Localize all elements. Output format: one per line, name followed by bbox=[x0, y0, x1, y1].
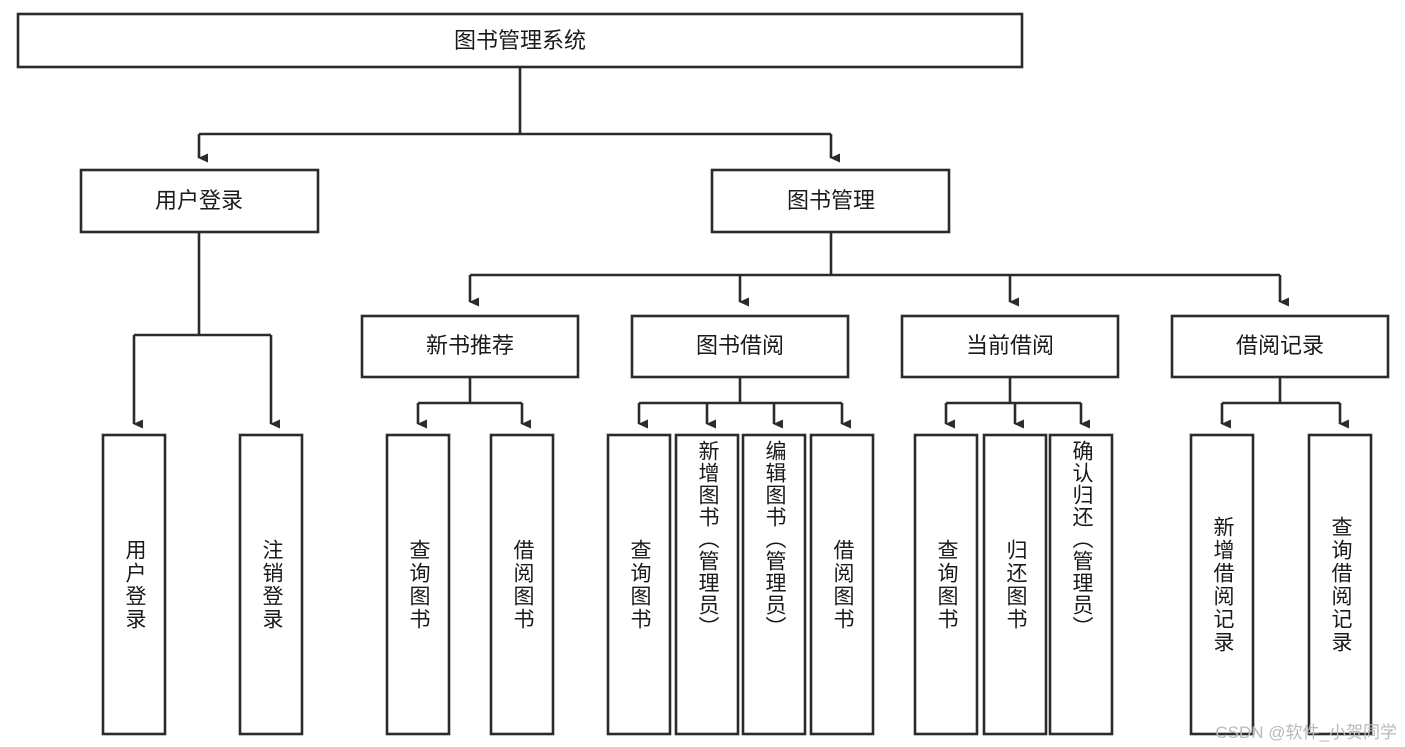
leaf-user-login-label: 用户登录 bbox=[123, 538, 146, 631]
node-book-borrow-box[interactable] bbox=[630, 314, 850, 379]
leaf-borrow-book-2[interactable] bbox=[809, 433, 875, 736]
leaf-add-book-label-host: 新增图书（管理员） bbox=[676, 440, 738, 729]
leaf-query-book-2-box[interactable] bbox=[606, 433, 672, 736]
leaf-query-book-3-label: 查询图书 bbox=[935, 538, 958, 631]
node-book-borrow-label: 图书借阅 bbox=[696, 333, 784, 358]
leaf-return-book-box[interactable] bbox=[982, 433, 1048, 736]
leaf-query-book-2-label-host: 查询图书 bbox=[608, 435, 670, 734]
node-book-manage-label: 图书管理 bbox=[787, 188, 875, 213]
leaf-query-book-3-box[interactable] bbox=[913, 433, 979, 736]
node-borrow-record-label: 借阅记录 bbox=[1236, 333, 1324, 358]
leaf-edit-book[interactable] bbox=[741, 433, 807, 736]
leaf-add-book[interactable] bbox=[674, 433, 740, 736]
node-borrow-record-box[interactable] bbox=[1170, 314, 1390, 379]
leaf-logout-login[interactable] bbox=[238, 433, 304, 736]
leaf-borrow-book-2-label: 借阅图书 bbox=[831, 538, 854, 631]
leaf-query-record[interactable] bbox=[1307, 433, 1373, 736]
node-root-box[interactable] bbox=[16, 12, 1024, 69]
leaf-borrow-book-1[interactable] bbox=[489, 433, 555, 736]
leaf-add-record[interactable] bbox=[1189, 433, 1255, 736]
leaf-confirm-return-label-host: 确认归还（管理员） bbox=[1050, 440, 1112, 729]
leaf-logout-login-label: 注销登录 bbox=[260, 538, 283, 631]
node-root-label: 图书管理系统 bbox=[454, 28, 586, 53]
leaf-confirm-return-label: 确认归还（管理员） bbox=[1070, 440, 1093, 638]
leaf-return-book-label: 归还图书 bbox=[1004, 538, 1027, 631]
node-new-book-recommend[interactable]: 新书推荐 bbox=[360, 314, 580, 379]
node-book-manage-box[interactable] bbox=[710, 168, 951, 234]
leaf-add-book-label: 新增图书（管理员） bbox=[696, 440, 719, 638]
node-book-borrow[interactable]: 图书借阅 bbox=[630, 314, 850, 379]
leaf-user-login-label-host: 用户登录 bbox=[103, 435, 165, 734]
leaf-add-record-label: 新增借阅记录 bbox=[1211, 515, 1234, 654]
leaf-query-record-box[interactable] bbox=[1307, 433, 1373, 736]
node-borrow-record[interactable]: 借阅记录 bbox=[1170, 314, 1390, 379]
leaf-query-book-1-label: 查询图书 bbox=[407, 538, 430, 631]
leaf-query-book-2-label: 查询图书 bbox=[628, 538, 651, 631]
leaf-query-book-2[interactable] bbox=[606, 433, 672, 736]
leaf-user-login-box[interactable] bbox=[101, 433, 167, 736]
node-new-book-recommend-label: 新书推荐 bbox=[426, 333, 514, 358]
leaf-confirm-return[interactable] bbox=[1048, 433, 1114, 736]
leaf-logout-login-box[interactable] bbox=[238, 433, 304, 736]
connector-layer bbox=[132, 67, 1349, 429]
leaf-add-record-box[interactable] bbox=[1189, 433, 1255, 736]
leaf-add-record-label-host: 新增借阅记录 bbox=[1191, 435, 1253, 734]
node-new-book-recommend-box[interactable] bbox=[360, 314, 580, 379]
leaf-borrow-book-1-box[interactable] bbox=[489, 433, 555, 736]
leaf-edit-book-label-host: 编辑图书（管理员） bbox=[743, 440, 805, 729]
leaf-query-record-label-host: 查询借阅记录 bbox=[1309, 435, 1371, 734]
leaf-query-book-3[interactable] bbox=[913, 433, 979, 736]
leaf-borrow-book-1-label-host: 借阅图书 bbox=[491, 435, 553, 734]
node-user-login-label: 用户登录 bbox=[155, 188, 243, 213]
leaf-user-login[interactable] bbox=[101, 433, 167, 736]
leaf-return-book-label-host: 归还图书 bbox=[984, 435, 1046, 734]
node-root[interactable]: 图书管理系统 bbox=[16, 12, 1024, 69]
node-current-borrow-box[interactable] bbox=[900, 314, 1120, 379]
leaf-borrow-book-2-box[interactable] bbox=[809, 433, 875, 736]
leaf-add-book-box[interactable] bbox=[674, 433, 740, 736]
leaf-logout-login-label-host: 注销登录 bbox=[240, 435, 302, 734]
node-current-borrow-label: 当前借阅 bbox=[966, 333, 1054, 358]
leaf-query-record-label: 查询借阅记录 bbox=[1329, 515, 1352, 654]
node-book-manage[interactable]: 图书管理 bbox=[710, 168, 951, 234]
leaf-edit-book-label: 编辑图书（管理员） bbox=[763, 440, 786, 638]
node-current-borrow[interactable]: 当前借阅 bbox=[900, 314, 1120, 379]
leaf-query-book-1-box[interactable] bbox=[385, 433, 451, 736]
node-user-login-box[interactable] bbox=[79, 168, 320, 234]
leaf-borrow-book-2-label-host: 借阅图书 bbox=[811, 435, 873, 734]
leaf-edit-book-box[interactable] bbox=[741, 433, 807, 736]
leaf-query-book-3-label-host: 查询图书 bbox=[915, 435, 977, 734]
leaf-confirm-return-box[interactable] bbox=[1048, 433, 1114, 736]
leaf-borrow-book-1-label: 借阅图书 bbox=[511, 538, 534, 631]
leaf-query-book-1-label-host: 查询图书 bbox=[387, 435, 449, 734]
leaf-return-book[interactable] bbox=[982, 433, 1048, 736]
leaf-query-book-1[interactable] bbox=[385, 433, 451, 736]
node-user-login[interactable]: 用户登录 bbox=[79, 168, 320, 234]
